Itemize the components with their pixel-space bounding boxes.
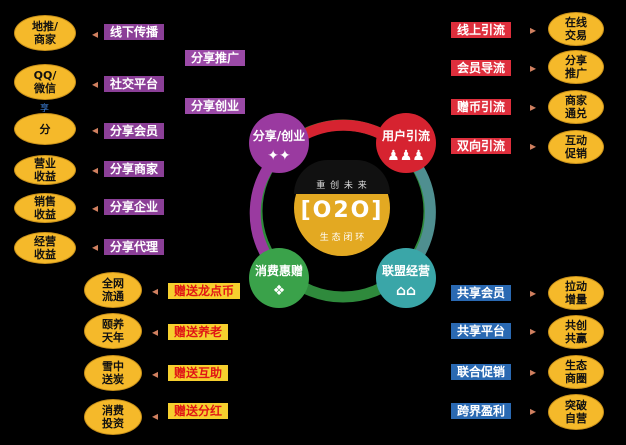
oval-break-selfrun: 突破 自营 [548, 394, 604, 430]
oval-operate-income: 经营 收益 [14, 232, 76, 264]
people-icon: ✦✦ [267, 148, 291, 164]
arrow-left-icon: ◂ [92, 240, 99, 254]
oval-merchant-exchange: 商家 通兑 [548, 90, 604, 124]
oval-consume-invest: 消费 投资 [84, 399, 142, 435]
shop-icon: ⌂⌂ [395, 283, 417, 299]
arrow-right-icon: ▸ [530, 61, 537, 75]
arrow-left-icon: ◂ [92, 77, 99, 91]
oval-network-circulation: 全网 流通 [84, 272, 142, 308]
label-share-agent: 分享代理 [104, 239, 165, 255]
hub-user-traffic-label: 用户引流 [381, 129, 430, 143]
center-circle: 重 创 未 来 [O2O] 生 态 闭 环 [294, 160, 390, 256]
ring-teal-segment [410, 159, 436, 256]
label-share-member: 分享会员 [104, 123, 165, 139]
label-share-enterprise: 分享企业 [104, 199, 165, 215]
arrow-left-icon: ◂ [152, 325, 159, 339]
label-gift-pension: 赠送养老 [168, 324, 229, 340]
label-coin-traffic: 赠币引流 [451, 99, 512, 115]
oval-ground-merchant: 地推/ 商家 [14, 15, 76, 51]
label-share-merchant: 分享商家 [104, 161, 165, 177]
label-gift-dragon-coin: 赠送龙点币 [168, 283, 241, 299]
arrow-left-icon: ◂ [92, 201, 99, 215]
hub-consume-gift-label: 消费惠赠 [254, 264, 303, 278]
arrow-right-icon: ▸ [530, 365, 537, 379]
label-share-promotion: 分享推广 [185, 50, 246, 66]
gift-icon: ❖ [272, 283, 286, 299]
label-online-traffic: 线上引流 [451, 22, 512, 38]
label-gift-mutual-aid: 赠送互助 [168, 365, 229, 381]
oval-interactive-promo: 互动 促销 [548, 130, 604, 164]
arrow-left-icon: ◂ [92, 163, 99, 177]
arrow-left-icon: ◂ [92, 27, 99, 41]
arrow-left-icon: ◂ [152, 409, 159, 423]
hub-user-traffic: 用户引流 ♟♟♟ [376, 113, 436, 173]
oval-online-trade: 在线 交易 [548, 12, 604, 46]
oval-elderly-care: 颐养 天年 [84, 313, 142, 349]
oval-share-fragment: 分 [14, 113, 76, 145]
label-joint-promo: 联合促销 [451, 364, 512, 380]
label-shared-platform: 共享平台 [451, 323, 512, 339]
label-offline-spread: 线下传播 [104, 24, 165, 40]
center-o2o: O2O [312, 198, 372, 223]
oval-share-promo: 分享 推广 [548, 50, 604, 84]
oval-drive-increase: 拉动 增量 [548, 276, 604, 310]
crowd-icon: ♟♟♟ [387, 148, 425, 164]
center-top-text: 重 创 未 来 [316, 181, 368, 191]
label-share-startup: 分享创业 [185, 98, 246, 114]
hub-consume-gift: 消费惠赠 ❖ [249, 248, 309, 308]
oval-eco-circle: 生态 商圈 [548, 355, 604, 389]
oval-sales-income: 销售 收益 [14, 193, 76, 223]
center-dark-cap [294, 160, 390, 194]
arrow-left-icon: ◂ [152, 284, 159, 298]
label-two-way-traffic: 双向引流 [451, 138, 512, 154]
label-member-traffic: 会员导流 [451, 60, 512, 76]
label-cross-profit: 跨界盈利 [451, 403, 512, 419]
oval-business-income: 营业 收益 [14, 155, 76, 185]
arrow-right-icon: ▸ [530, 324, 537, 338]
center-sub-text: 生 态 闭 环 [319, 233, 365, 243]
arrow-right-icon: ▸ [530, 139, 537, 153]
arrow-right-icon: ▸ [530, 23, 537, 37]
center-main-text: [O2O] [300, 198, 384, 223]
label-shared-member: 共享会员 [451, 285, 512, 301]
hub-alliance-operate: 联盟经营 ⌂⌂ [376, 248, 436, 308]
oval-qq-wechat: QQ/ 微信 [14, 64, 76, 100]
hub-share-startup: 分享/创业 ✦✦ [249, 113, 309, 173]
arrow-left-icon: ◂ [92, 123, 99, 137]
label-social-platform: 社交平台 [104, 76, 165, 92]
hub-share-startup-label: 分享/创业 [252, 129, 306, 143]
oval-co-win: 共创 共赢 [548, 315, 604, 349]
arrow-right-icon: ▸ [530, 100, 537, 114]
arrow-right-icon: ▸ [530, 404, 537, 418]
ring-purple-segment [249, 165, 273, 256]
hub-alliance-operate-label: 联盟经营 [381, 264, 430, 278]
oval-timely-help: 雪中 送炭 [84, 355, 142, 391]
small-fragment: 享 [40, 104, 50, 114]
arrow-right-icon: ▸ [530, 286, 537, 300]
arrow-left-icon: ◂ [152, 367, 159, 381]
label-gift-dividend: 赠送分红 [168, 403, 229, 419]
